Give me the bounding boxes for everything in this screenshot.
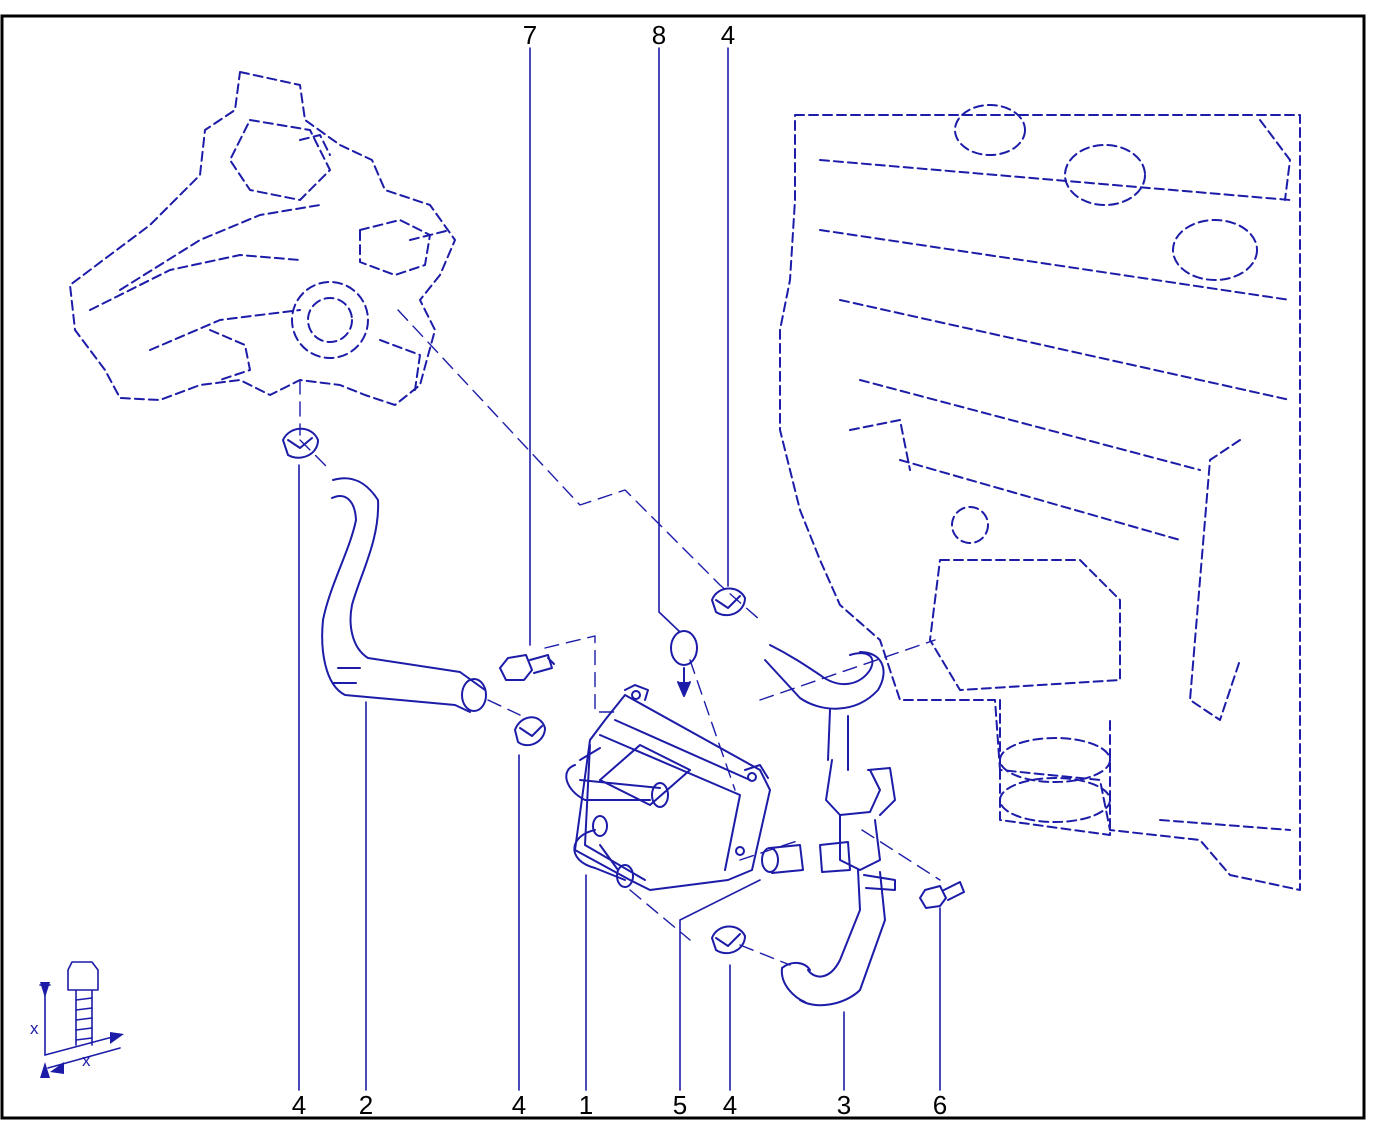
legend-x-vertical: x [30,1019,39,1038]
callout-label-bottom-2: 2 [358,1090,374,1120]
hose-part-3 [764,644,896,1007]
callout-label-bottom-3: 3 [836,1090,852,1120]
legend-x-horizontal: x [82,1051,91,1070]
callout-label-bottom-5: 5 [672,1090,688,1120]
legend-arrowheads [40,982,124,1078]
callout-label-top-4: 4 [720,20,736,50]
alignment-lines [299,309,941,966]
clip-part-4-lower-left [514,716,546,747]
clip-part-4-upper-right [711,587,746,617]
bolt-part-6 [919,881,965,909]
o-ring-arrowhead [677,681,691,697]
diagram-frame [0,14,1366,1120]
callout-label-top-7: 7 [522,20,538,50]
torque-legend-symbol [39,961,121,1069]
callout-label-bottom-4b: 4 [511,1090,527,1120]
clip-part-4-lower-right [711,925,746,955]
callout-label-bottom-1: 1 [578,1090,594,1120]
callout-label-bottom-4c: 4 [722,1090,738,1120]
o-ring-part-8 [670,630,698,666]
hose-part-2 [321,477,487,713]
callout-label-top-8: 8 [651,20,667,50]
callout-leaders [298,47,941,1091]
bolt-part-7 [499,654,555,681]
engine-block [779,104,1301,891]
adapter-part-5 [761,844,804,874]
callout-label-bottom-4a: 4 [291,1090,307,1120]
clip-part-4-upper-left [282,427,319,459]
housing-part [69,71,456,406]
oil-cooler-part-1 [565,684,771,891]
callout-label-bottom-6: 6 [932,1090,948,1120]
